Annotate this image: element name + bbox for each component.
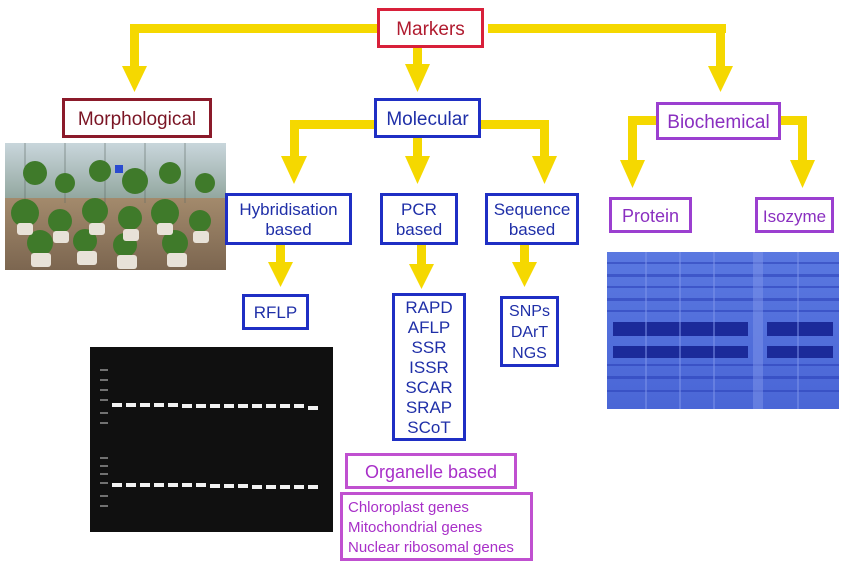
organelle-gene-mitochondrial: Mitochondrial genes bbox=[348, 519, 483, 536]
pcr-marker-rapd: RAPD bbox=[405, 298, 453, 317]
pcr-markers-list: RAPD AFLP SSR ISSR SCAR SRAP SCoT bbox=[392, 293, 466, 441]
sequence-based-box: Sequence based bbox=[485, 193, 579, 245]
pcr-marker-ssr: SSR bbox=[411, 338, 447, 357]
rflp-box: RFLP bbox=[242, 294, 309, 330]
isozyme-box: Isozyme bbox=[755, 197, 834, 233]
molecular-box: Molecular bbox=[374, 98, 481, 138]
organelle-gene-chloroplast: Chloroplast genes bbox=[348, 499, 469, 516]
organelle-title: Organelle based bbox=[364, 462, 498, 482]
protein-box: Protein bbox=[609, 197, 692, 233]
biochemical-box: Biochemical bbox=[656, 102, 781, 140]
biochemical-label: Biochemical bbox=[667, 112, 770, 133]
plants-image bbox=[5, 143, 226, 270]
morphological-label: Morphological bbox=[77, 109, 197, 130]
markers-box: Markers bbox=[377, 8, 484, 48]
pcr-line1: PCR bbox=[401, 200, 437, 219]
greenhouse-plants-photo bbox=[5, 143, 226, 270]
hybridisation-line2: based bbox=[265, 219, 312, 239]
protein-gel-image bbox=[607, 252, 839, 409]
organelle-based-box: Organelle based bbox=[345, 453, 517, 489]
pcr-marker-issr: ISSR bbox=[409, 358, 449, 377]
morphological-box: Morphological bbox=[62, 98, 212, 138]
organelle-genes-list: Chloroplast genes Mitochondrial genes Nu… bbox=[340, 492, 533, 561]
pcr-line2: based bbox=[395, 219, 443, 239]
pcr-marker-scar: SCAR bbox=[405, 378, 453, 397]
pcr-marker-srap: SRAP bbox=[405, 398, 453, 417]
protein-label: Protein bbox=[621, 206, 680, 226]
sequence-line2: based bbox=[508, 219, 556, 239]
sequence-markers-list: SNPs DArT NGS bbox=[500, 296, 559, 367]
markers-label: Markers bbox=[396, 19, 465, 40]
pcr-based-box: PCR based bbox=[380, 193, 458, 245]
sequence-marker-snps: SNPs bbox=[509, 303, 550, 320]
gel-electrophoresis-image bbox=[90, 347, 333, 532]
gel-bands bbox=[90, 347, 333, 532]
pcr-marker-aflp: AFLP bbox=[407, 318, 451, 337]
sequence-marker-ngs: NGS bbox=[512, 345, 547, 362]
hybridisation-line1: Hybridisation bbox=[239, 200, 338, 219]
rflp-label: RFLP bbox=[253, 303, 298, 322]
molecular-label: Molecular bbox=[386, 109, 469, 130]
pcr-marker-scot: SCoT bbox=[407, 418, 451, 437]
protein-bands bbox=[607, 252, 839, 409]
sequence-marker-dart: DArT bbox=[510, 324, 549, 341]
isozyme-label: Isozyme bbox=[762, 207, 827, 226]
sequence-line1: Sequence bbox=[493, 200, 571, 219]
hybridisation-based-box: Hybridisation based bbox=[225, 193, 352, 245]
organelle-gene-nuclear-ribosomal: Nuclear ribosomal genes bbox=[348, 539, 514, 556]
